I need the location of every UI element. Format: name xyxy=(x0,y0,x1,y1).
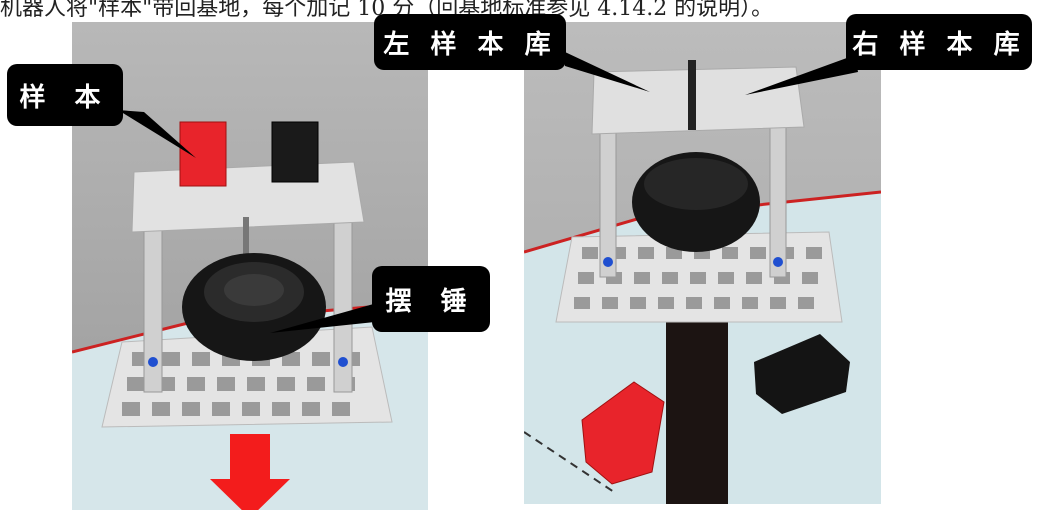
callout-sample: 样 本 xyxy=(7,64,123,126)
callout-pendulum: 摆 锤 xyxy=(372,266,490,332)
callout-left-library: 左 样 本 库 xyxy=(374,14,566,70)
callout-right-library: 右 样 本 库 xyxy=(846,14,1032,70)
caption-text: 机器人将"样本"带回基地，每个加记 10 分（回基地标准参见 4.14.2 的说… xyxy=(0,0,774,20)
right-photo xyxy=(524,22,881,504)
left-photo xyxy=(72,22,428,510)
